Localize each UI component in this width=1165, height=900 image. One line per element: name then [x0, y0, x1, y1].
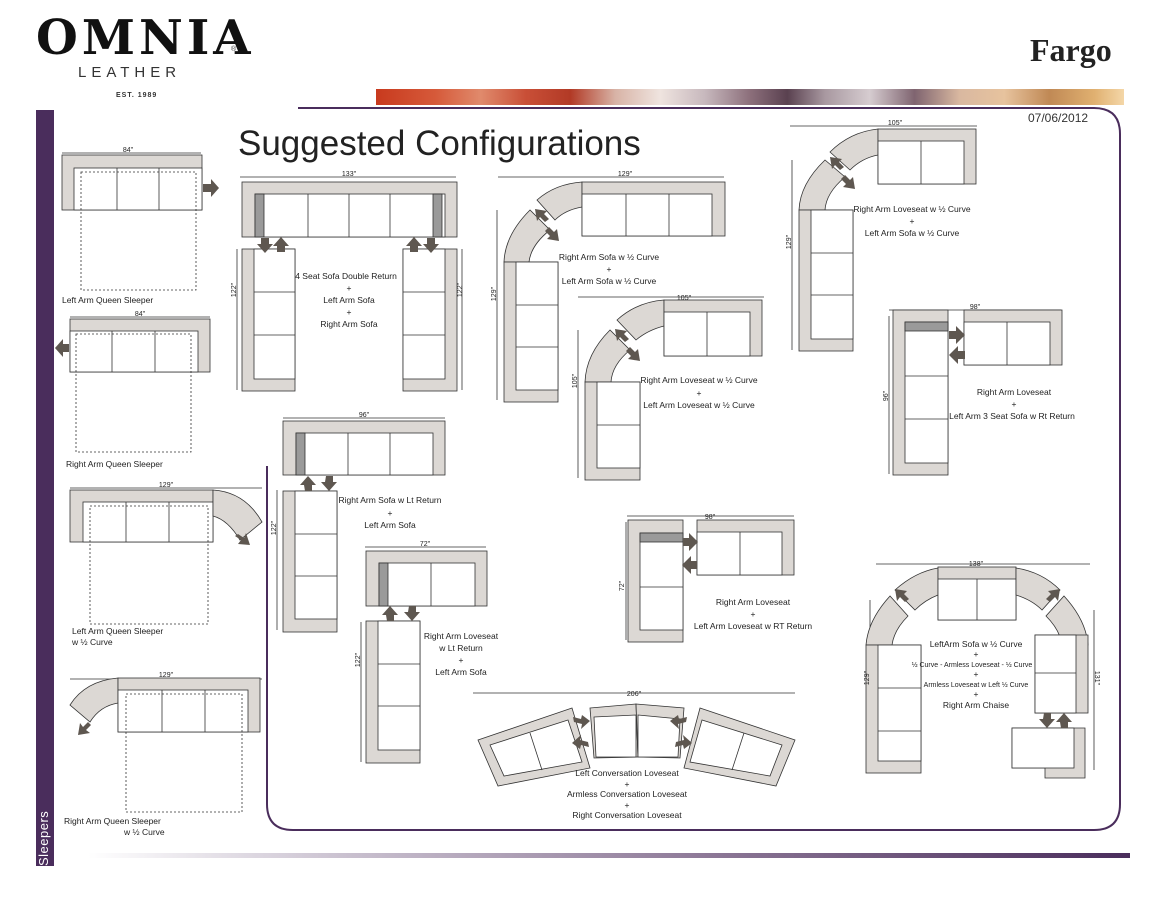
dim-label: 98" [970, 304, 981, 311]
loveseat-half-curve-config [577, 296, 764, 481]
plus-sign: + [910, 216, 915, 226]
config-label: Left Arm Queen Sleeper [72, 626, 163, 636]
sidebar-bar [36, 110, 54, 866]
dim-label: 129" [786, 234, 793, 249]
plus-sign: + [697, 388, 702, 398]
plus-sign: + [625, 800, 630, 810]
config-label: Right Arm Queen Sleeper [64, 816, 161, 826]
dim-label: 122" [355, 652, 362, 667]
dim-label: 105" [572, 373, 579, 388]
config-label: Armless Loveseat w Left ½ Curve [924, 681, 1029, 689]
chaise-config [865, 563, 1095, 779]
config-label: Right Arm Sofa w Lt Return [339, 495, 442, 505]
dim-label: 129" [491, 286, 498, 301]
dim-label: 122" [457, 282, 464, 297]
config-label: Left Arm Queen Sleeper [62, 295, 153, 305]
plus-sign: + [347, 283, 352, 293]
dim-label: 133" [342, 171, 357, 178]
dim-label: 105" [677, 295, 692, 302]
config-label: Right Arm Loveseat [424, 631, 499, 641]
config-label: Left Arm Loveseat w ½ Curve [643, 400, 755, 410]
dim-label: 122" [231, 282, 238, 297]
config-label: Left Arm Sofa w ½ Curve [562, 276, 657, 286]
config-label: ½ Curve - Armless Loveseat - ½ Curve [912, 661, 1033, 669]
config-label: Left Arm Sofa [323, 295, 375, 305]
config-label: Left Arm Sofa [364, 520, 416, 530]
plus-sign: + [607, 264, 612, 274]
config-label: w ½ Curve [71, 637, 113, 647]
config-label: Left Conversation Loveseat [575, 768, 679, 778]
four-seat-sofa-double-return [236, 176, 463, 392]
plus-sign: + [347, 307, 352, 317]
right-arm-queen-sleeper-half-curve [69, 677, 262, 813]
plus-sign: + [751, 609, 756, 619]
config-label: Right Arm Loveseat w ½ Curve [853, 204, 970, 214]
dim-label: 84" [135, 311, 146, 318]
dim-label: 129" [864, 670, 871, 685]
dim-label: 96" [359, 412, 370, 419]
plus-sign: + [625, 779, 630, 789]
dim-label: 129" [618, 171, 633, 178]
left-arm-queen-sleeper-half-curve [69, 487, 263, 625]
config-label: Right Arm Sofa [320, 319, 377, 329]
configurations-frame [266, 107, 1121, 831]
dim-label: 96" [883, 390, 890, 401]
dim-label: 105" [888, 120, 903, 127]
config-label: Right Arm Queen Sleeper [66, 459, 163, 469]
dim-label: 138" [969, 561, 984, 568]
conversation-loveseat-config [473, 692, 796, 787]
dim-label: 129" [159, 672, 174, 679]
date-stamp: 07/06/2012 [1028, 111, 1089, 125]
dim-label: 122" [271, 520, 278, 535]
loveseat-three-seat-return-config [888, 309, 1063, 476]
dim-label: 72" [420, 541, 431, 548]
registered-mark: ® [231, 46, 237, 53]
dim-label: 84" [123, 147, 134, 154]
loveseat-right-return-config [625, 515, 795, 643]
sofa-half-curve-config [496, 176, 726, 403]
loveseat-left-return-config [360, 546, 488, 764]
config-label: Armless Conversation Loveseat [567, 789, 688, 799]
brand-established: EST. 1989 [116, 92, 158, 99]
config-label: Left Arm Sofa w ½ Curve [865, 228, 960, 238]
plus-sign: + [974, 689, 979, 699]
dim-label: 131" [1093, 671, 1100, 686]
right-arm-queen-sleeper [55, 316, 211, 453]
left-arm-queen-sleeper [61, 152, 219, 291]
plus-sign: + [1012, 399, 1017, 409]
config-label: Right Arm Loveseat [716, 597, 791, 607]
config-label: Right Conversation Loveseat [572, 810, 682, 820]
dim-label: 98" [705, 514, 716, 521]
config-label: Left Arm Loveseat w RT Return [694, 621, 813, 631]
config-label: Right Arm Loveseat w ½ Curve [640, 375, 757, 385]
leather-color-band [376, 89, 1124, 105]
config-label: w ½ Curve [123, 827, 165, 837]
product-name: Fargo [1030, 32, 1112, 68]
config-label: 4 Seat Sofa Double Return [295, 271, 397, 281]
config-label: Left Arm 3 Seat Sofa w Rt Return [949, 411, 1075, 421]
config-label: w Lt Return [438, 643, 483, 653]
plus-sign: + [388, 508, 393, 518]
config-label: Right Arm Sofa w ½ Curve [559, 252, 659, 262]
plus-sign: + [974, 669, 979, 679]
dim-label: 72" [619, 580, 626, 591]
sofa-left-return-config [276, 417, 446, 633]
brand-logo: OMNIA [36, 10, 255, 66]
loveseat-sofa-half-curve-config [790, 125, 977, 352]
plus-sign: + [974, 649, 979, 659]
brand-subtitle: LEATHER [78, 64, 182, 81]
dim-label: 206" [627, 691, 642, 698]
config-label: Right Arm Loveseat [977, 387, 1052, 397]
bottom-divider [88, 853, 1130, 858]
config-label: LeftArm Sofa w ½ Curve [930, 639, 1023, 649]
config-label: Right Arm Chaise [943, 700, 1009, 710]
config-label: Left Arm Sofa [435, 667, 487, 677]
plus-sign: + [459, 655, 464, 665]
dim-label: 129" [159, 482, 174, 489]
page-title: Suggested Configurations [238, 124, 641, 163]
